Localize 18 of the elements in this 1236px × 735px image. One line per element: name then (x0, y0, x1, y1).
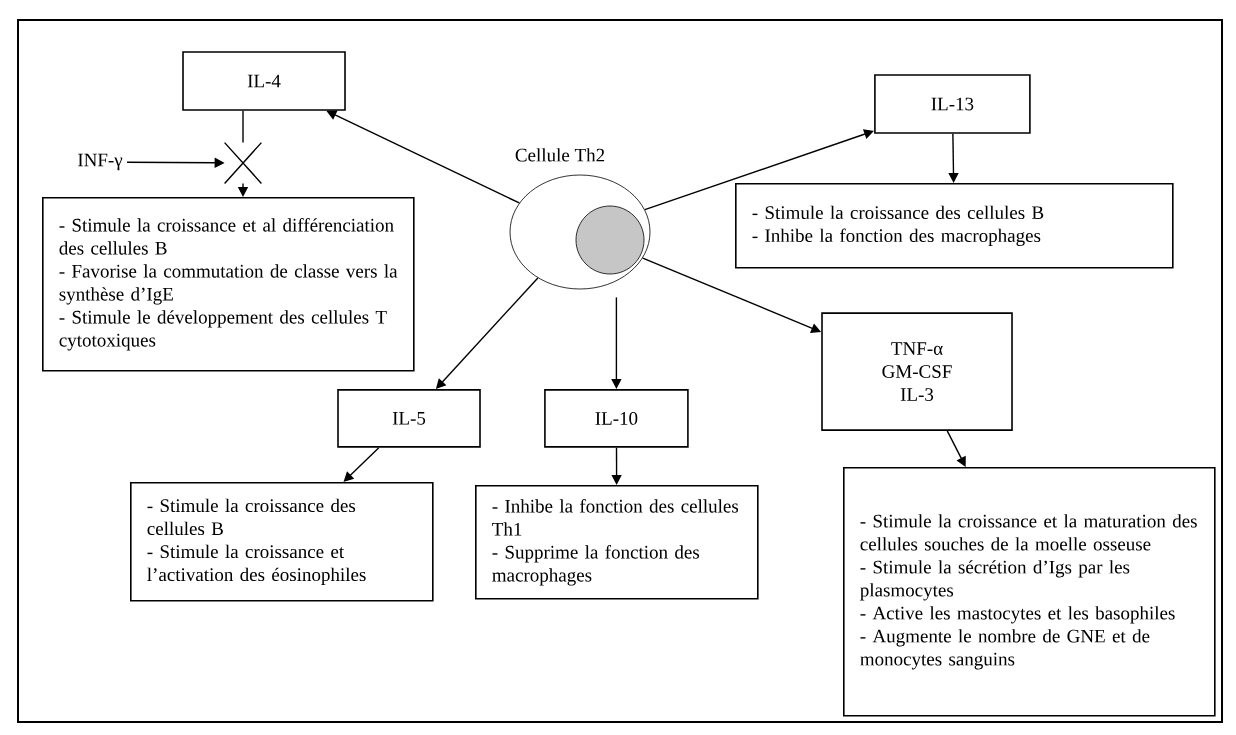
arrow (946, 430, 966, 467)
effects-box: - Stimule la croissance des cellules B - Inhibe la fonction des macrophages (735, 183, 1174, 269)
arrow (343, 447, 380, 482)
cytokine-box: IL-13 (874, 74, 1031, 134)
cytokine-box: IL-4 (182, 51, 346, 111)
effects-box: - Inhibe la fonction des cellules Th1 - Supprime la fonction des macrophages (475, 485, 759, 600)
cytokine-label: INF-γ (78, 153, 123, 171)
cell-drawing: Cellule Th2 (509, 148, 651, 290)
node-label: Cellule Th2 (515, 148, 605, 162)
cytokine-box: IL-5 (337, 389, 481, 448)
cytokine-box: IL-10 (544, 389, 689, 448)
effects-box: - Stimule la croissance et la maturation des cellules souches de la moelle osseuse - Stimule la sécrétion d’Igs par les plasmocytes - Active les mastocytes et les basophiles - Augmente le nombre de GNE et de monocytes sanguins (843, 467, 1216, 717)
block-cross (223, 141, 263, 185)
arrow (611, 447, 622, 485)
cytokine-box: TNF-α GM-CSF IL-3 (821, 312, 1013, 431)
effects-box: - Stimule la croissance et al différenciation des cellules B - Favorise la commutation de classe vers la synthèse d’IgE - Stimule le développement des cellules T cytotoxiques (42, 197, 415, 372)
effects-box: - Stimule la croissance des cellules B - Stimule la croissance et l’activation des éosinophiles (130, 482, 434, 602)
arrow (948, 133, 959, 183)
